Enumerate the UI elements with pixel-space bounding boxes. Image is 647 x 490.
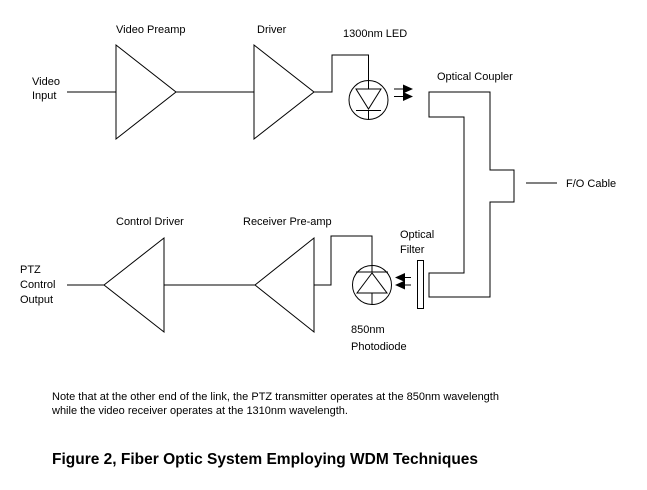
receiver-preamp-triangle	[254, 236, 315, 334]
receiver-preamp-label: Receiver Pre-amp	[243, 216, 332, 228]
optical-coupler-label: Optical Coupler	[437, 71, 513, 83]
optical-coupler-shape	[428, 91, 515, 298]
photodiode-diode-triangle	[356, 272, 388, 294]
figure-caption: Figure 2, Fiber Optic System Employing W…	[52, 451, 478, 468]
driver-triangle	[253, 43, 315, 141]
light-emission-arrows-icon	[394, 84, 413, 101]
video-input-label-line2: Input	[32, 90, 56, 102]
photodiode-label-line1: 850nm	[351, 324, 385, 336]
led-label: 1300nm LED	[343, 28, 407, 40]
optical-filter-label-line1: Optical	[400, 229, 434, 241]
video-preamp-label: Video Preamp	[116, 24, 186, 36]
wire-driver-to-led	[314, 54, 369, 93]
led-diode-triangle	[355, 88, 382, 110]
ptz-output-label-line3: Output	[20, 294, 53, 306]
optical-filter-shape	[417, 260, 424, 309]
note-text-line1: Note that at the other end of the link, …	[52, 391, 499, 403]
ptz-output-label-line2: Control	[20, 279, 55, 291]
driver-label: Driver	[257, 24, 287, 36]
ptz-output-label-line1: PTZ	[20, 264, 41, 276]
video-preamp-triangle	[115, 43, 177, 141]
led-symbol	[314, 54, 389, 120]
photodiode-symbol	[314, 235, 392, 305]
note-text-line2: while the video receiver operates at the…	[51, 405, 348, 417]
fo-cable-label: F/O Cable	[566, 178, 616, 190]
light-reception-arrows-icon	[395, 273, 411, 290]
wire-photodiode-to-receiver	[314, 235, 373, 286]
photodiode-label-line2: Photodiode	[351, 341, 407, 353]
video-input-label-line1: Video	[32, 76, 60, 88]
optical-filter-label-line2: Filter	[400, 244, 425, 256]
control-driver-triangle	[103, 236, 165, 334]
control-driver-label: Control Driver	[116, 216, 184, 228]
